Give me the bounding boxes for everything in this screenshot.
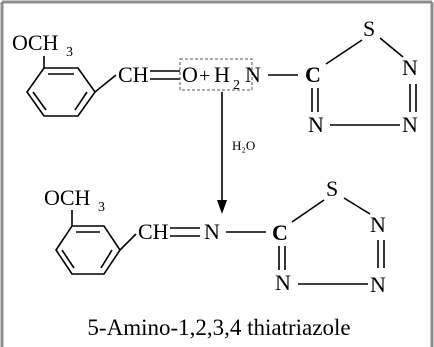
ring-sulfur-product: S — [326, 176, 338, 201]
water-byproduct-label: H₂O — [232, 138, 255, 153]
hydrogen-subscript: 2 — [233, 78, 240, 93]
imine-nitrogen-label: N — [204, 219, 220, 244]
methoxy-subscript-product: 3 — [98, 200, 105, 215]
ring-n-lower-right-product: N — [370, 272, 386, 297]
benzene-ring-product — [55, 225, 121, 275]
ring-ch-bond-product — [119, 233, 137, 251]
s-n-bond-product — [343, 197, 371, 215]
amine-nitrogen-label: N — [245, 62, 261, 87]
hydrogen-label: H — [214, 62, 230, 87]
c-s-bond-product — [291, 199, 325, 223]
methoxy-label: OCH — [12, 30, 59, 55]
product-molecule: OCH 3 CH N C S N N N — [44, 176, 386, 297]
ch-label-top: CH — [118, 62, 149, 87]
ring-double-3-product — [61, 249, 75, 269]
ring-n-lower-left-product: N — [275, 270, 291, 295]
s-n-bond-top — [379, 37, 404, 58]
ring-carbon-top: C — [305, 62, 321, 87]
reaction-arrow-group: H₂O — [217, 92, 255, 214]
leaving-group-box — [179, 58, 253, 91]
benzene-ring-top — [26, 67, 96, 117]
figure-caption: 5-Amino-1,2,3,4 thiatriazole — [87, 315, 350, 340]
plus-sign: + — [199, 65, 210, 87]
c-s-bond-top — [325, 39, 363, 65]
methoxy-label-product: OCH — [44, 185, 91, 210]
ring-carbon-product: C — [272, 220, 288, 245]
oxygen-label: O — [182, 62, 198, 87]
reactant-aldehyde: OCH 3 CH O + H 2 — [12, 30, 253, 117]
ring-n-lower-left-top: N — [308, 112, 324, 137]
reaction-arrow-head — [217, 200, 227, 214]
ring-double-2-product — [100, 249, 113, 269]
ring-n-upper-right-top: N — [402, 55, 418, 80]
ch-label-product: CH — [138, 219, 169, 244]
ring-sulfur-top: S — [363, 16, 375, 41]
ring-double-2 — [74, 91, 88, 111]
ring-double-3 — [32, 91, 47, 111]
ring-n-lower-right-top: N — [402, 112, 418, 137]
ring-ch-bond — [94, 74, 117, 93]
methoxy-subscript: 3 — [66, 45, 73, 60]
reactant-amine: N C S N N N — [245, 16, 418, 137]
ring-n-upper-right-product: N — [370, 212, 386, 237]
